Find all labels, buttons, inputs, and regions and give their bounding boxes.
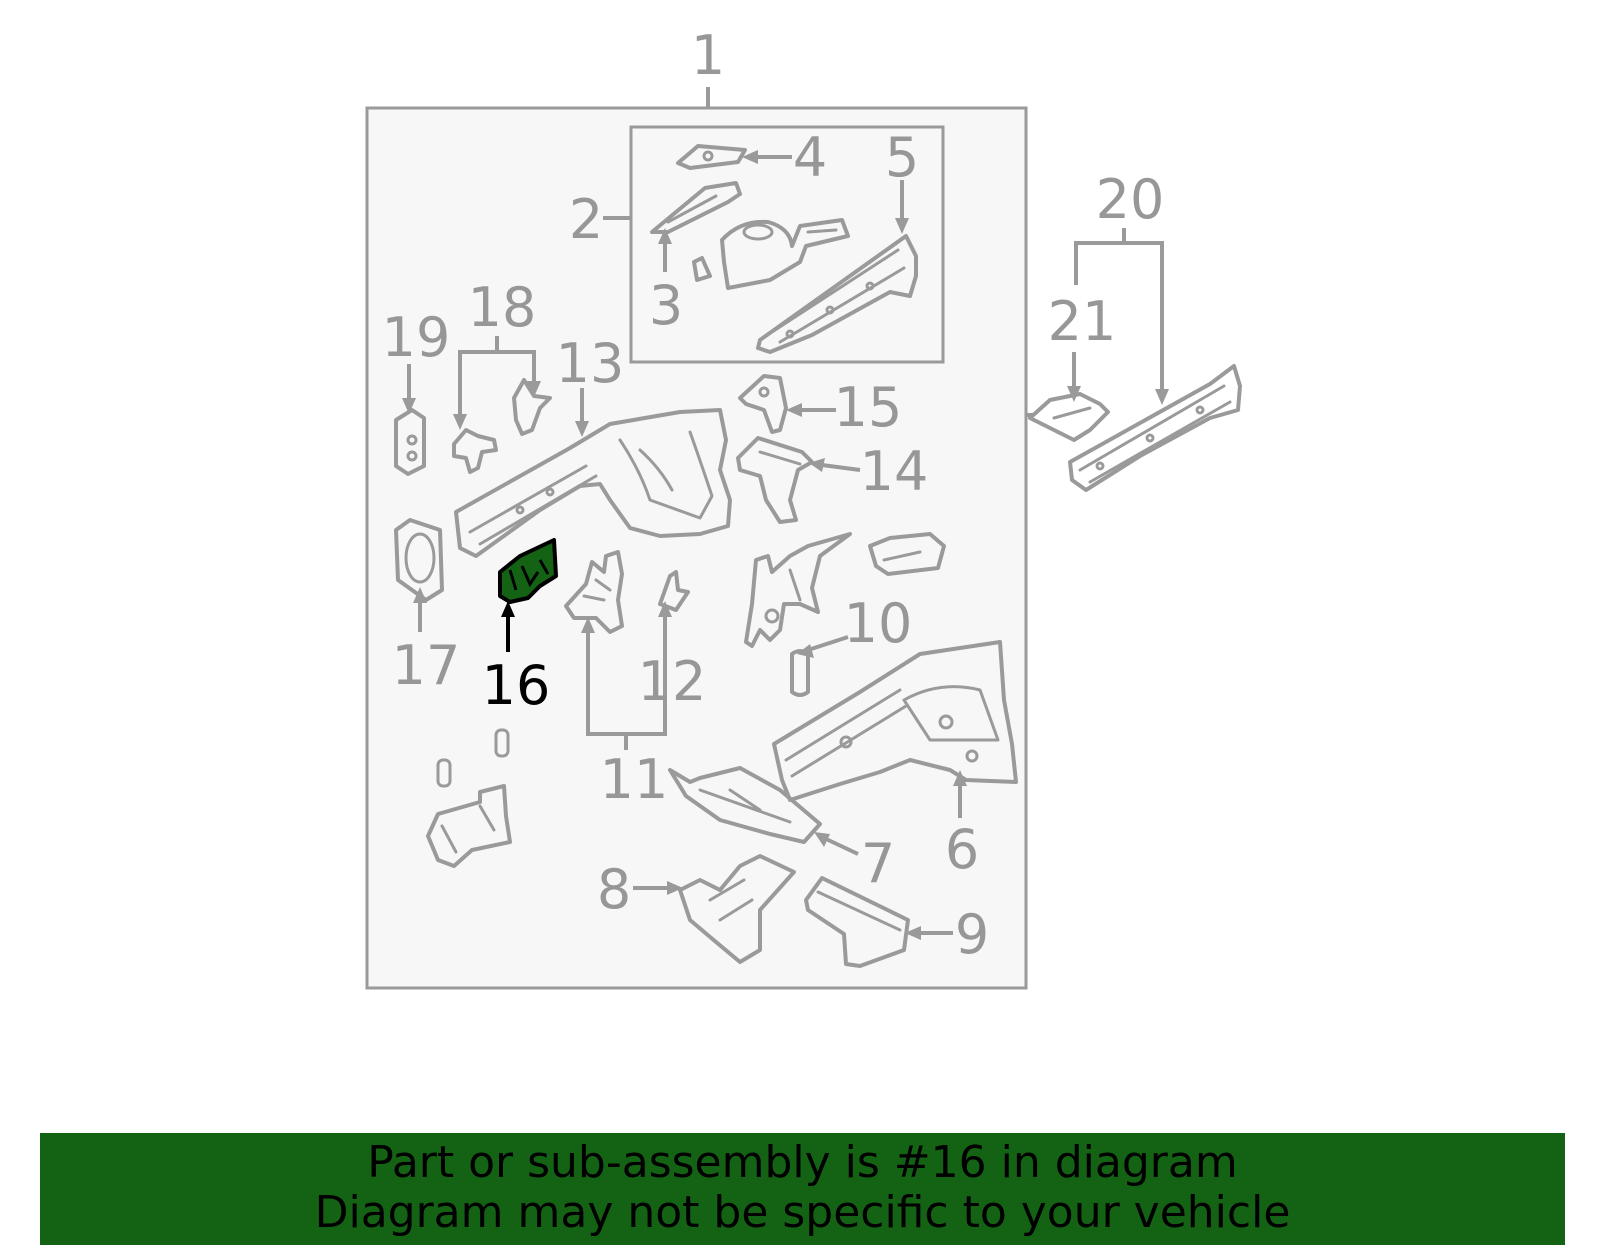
part-14-bracket-drawing (744, 532, 852, 648)
part-9-drawing (804, 876, 910, 968)
callout-11: 11 (600, 748, 669, 811)
callout-4: 4 (793, 126, 827, 189)
part-13-drawing (454, 408, 732, 558)
part-20-drawing (1068, 364, 1242, 492)
callout-20: 20 (1096, 168, 1165, 231)
part-8-drawing (678, 854, 796, 964)
callout-15: 15 (834, 376, 903, 439)
part-18-right-drawing (512, 378, 552, 436)
callout-3: 3 (649, 274, 683, 337)
callout-10: 10 (844, 592, 913, 655)
callout-1: 1 (691, 24, 725, 87)
part-14-drawing (736, 436, 814, 524)
banner-line-2: Diagram may not be specific to your vehi… (314, 1187, 1291, 1238)
callout-21: 21 (1048, 290, 1117, 353)
part-pins-drawing (436, 728, 510, 788)
part-18-left-drawing (452, 428, 498, 474)
part-15-drawing (738, 374, 788, 434)
callout-8: 8 (597, 858, 631, 921)
callout-17: 17 (392, 634, 461, 697)
callout-14: 14 (860, 440, 929, 503)
callout-19: 19 (382, 306, 451, 369)
callout-7: 7 (861, 832, 895, 895)
callout-6: 6 (945, 818, 979, 881)
part-16-drawing-highlighted (498, 538, 558, 604)
part-rear-bracket-drawing (426, 784, 512, 868)
part-5-drawing (756, 234, 918, 354)
callout-labels: 1 2 3 4 5 6 7 8 9 10 11 12 13 14 15 16 1… (382, 24, 1165, 966)
callout-2: 2 (569, 188, 603, 251)
part-11-drawing (564, 550, 624, 634)
callout-18: 18 (468, 276, 537, 339)
part-small-bracket-drawing (868, 532, 946, 576)
part-4-drawing (676, 144, 747, 170)
part-10-drawing (790, 649, 810, 697)
part-12-drawing (658, 570, 690, 612)
part-7-drawing (668, 766, 822, 844)
callout-13: 13 (556, 332, 625, 395)
banner-line-1: Part or sub-assembly is #16 in diagram (367, 1137, 1238, 1188)
callout-16: 16 (482, 654, 551, 717)
part-6-drawing (772, 640, 1018, 802)
callout-5: 5 (885, 126, 919, 189)
callout-9: 9 (955, 903, 989, 966)
info-banner: Part or sub-assembly is #16 in diagram D… (40, 1133, 1565, 1245)
leader-lines (407, 87, 1164, 935)
callout-12: 12 (638, 650, 707, 713)
part-17-drawing (394, 518, 444, 602)
part-19-drawing (394, 408, 426, 476)
part-21-drawing (1028, 392, 1110, 442)
subassembly-2-frame (629, 125, 945, 364)
part-strut-tower-drawing (720, 218, 850, 290)
part-3-drawing (650, 181, 742, 282)
